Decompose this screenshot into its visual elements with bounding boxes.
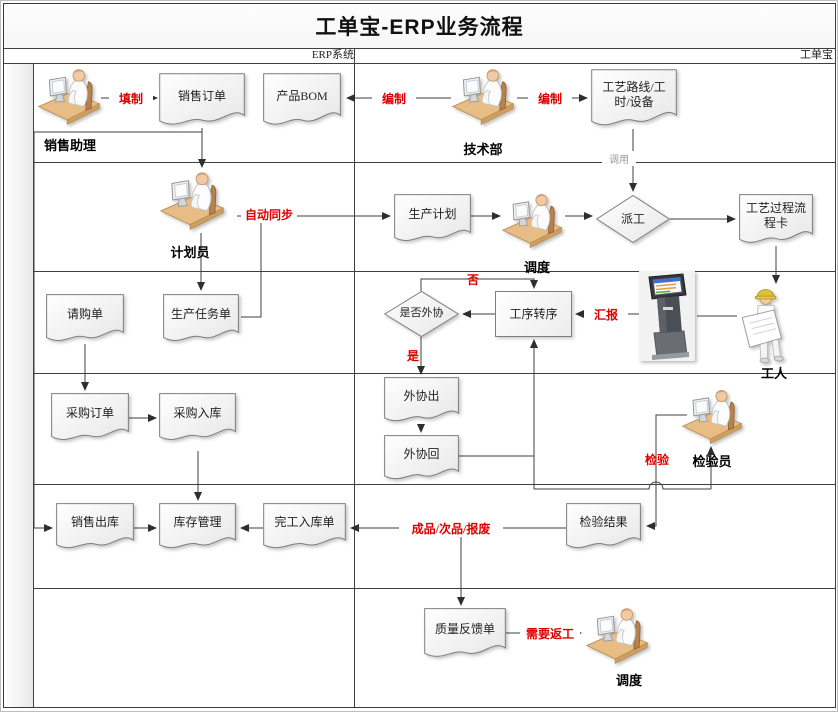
node-outsource-return: 外协回 <box>384 435 459 482</box>
grid-line-row3 <box>4 373 835 374</box>
edge-label-report: 汇报 <box>584 306 628 323</box>
node-quality-feedback-label: 质量反馈单 <box>434 622 495 636</box>
grid-line-row5 <box>4 588 835 589</box>
node-purchase-request: 请购单 <box>46 294 124 344</box>
node-completion-inbound: 完工入库单 <box>263 503 346 551</box>
node-sales-outbound: 销售出库 <box>56 503 134 551</box>
node-production-plan-label: 生产计划 <box>408 207 457 221</box>
node-process-transfer: 工序转序 <box>495 291 572 337</box>
edge-label-fill-in: 填制 <box>109 90 153 107</box>
node-sales-order: 销售订单 <box>159 73 245 128</box>
grid-line-row4 <box>4 484 835 485</box>
node-outsource-return-label: 外协回 <box>403 446 440 461</box>
outer-frame <box>3 3 836 708</box>
node-completion-inbound-label: 完工入库单 <box>274 515 335 529</box>
node-sales-order-label: 销售订单 <box>177 88 226 103</box>
node-production-task: 生产任务单 <box>163 294 239 344</box>
node-purchase-inbound-label: 采购入库 <box>173 406 222 420</box>
grid-line-row2 <box>4 271 835 272</box>
node-inventory-mgmt: 库存管理 <box>159 503 236 551</box>
person-computer-icon <box>37 63 101 127</box>
lane-header-band: ERP系统 工单宝 <box>4 48 835 63</box>
grid-column-divider <box>354 48 355 707</box>
report-kiosk-icon <box>639 271 695 361</box>
node-purchase-order: 采购订单 <box>51 393 129 443</box>
grid-line-header-bottom <box>4 63 835 64</box>
person-computer-icon <box>681 386 743 445</box>
node-process-flow-card-label: 工艺过程流程卡 <box>745 200 806 230</box>
role-dispatcher2: 调度 <box>615 673 642 688</box>
node-product-bom: 产品BOM <box>263 73 341 128</box>
edge-label-inspect: 检验 <box>644 453 669 467</box>
node-process-transfer-label: 工序转序 <box>509 306 558 321</box>
node-purchase-order-label: 采购订单 <box>65 406 114 420</box>
person-computer-icon <box>585 603 649 665</box>
person-computer-icon <box>501 189 563 249</box>
node-process-route-label: 工艺路线/工时/设备 <box>602 79 666 109</box>
edge-label-result-types: 成品/次品/报废 <box>399 520 503 537</box>
node-inspection-result: 检验结果 <box>566 503 641 551</box>
edge-label-invoke: 调用 <box>602 151 636 166</box>
edge-label-compile-bom: 编制 <box>372 90 416 107</box>
node-purchase-inbound: 采购入库 <box>159 393 236 443</box>
node-is-outsourced-decision: 是否外协 <box>384 291 459 337</box>
node-product-bom-label: 产品BOM <box>276 88 328 103</box>
node-production-plan: 生产计划 <box>394 194 471 244</box>
person-computer-icon <box>159 166 225 232</box>
person-computer-icon <box>451 63 515 127</box>
lane-header-erp: ERP系统 <box>311 49 354 61</box>
role-sales-assistant: 销售助理 <box>43 138 96 153</box>
node-process-flow-card: 工艺过程流程卡 <box>739 194 813 246</box>
lane-header-gongdanbao: 工单宝 <box>800 49 833 61</box>
node-purchase-request-label: 请购单 <box>66 307 103 321</box>
node-outsource-out: 外协出 <box>384 377 459 424</box>
role-worker: 工人 <box>760 366 787 381</box>
node-outsource-out-label: 外协出 <box>403 388 440 403</box>
worker-icon <box>739 284 794 366</box>
edge-label-yes: 是 <box>406 349 419 363</box>
page-title: 工单宝-ERP业务流程 <box>4 4 835 48</box>
node-process-route: 工艺路线/工时/设备 <box>591 69 677 129</box>
edge-label-no: 否 <box>466 273 479 287</box>
node-inspection-result-label: 检验结果 <box>579 515 628 529</box>
node-quality-feedback: 质量反馈单 <box>424 608 506 660</box>
left-margin-strip <box>4 64 34 707</box>
role-tech-dept: 技术部 <box>463 142 503 157</box>
edge-label-need-rework: 需要返工 <box>520 625 580 642</box>
node-production-task-label: 生产任务单 <box>170 307 231 321</box>
node-dispatch-label: 派工 <box>620 211 645 226</box>
node-dispatch-decision: 派工 <box>596 195 670 243</box>
role-inspector: 检验员 <box>692 454 732 469</box>
node-inventory-mgmt-label: 库存管理 <box>173 515 222 529</box>
role-planner: 计划员 <box>170 245 210 260</box>
grid-line-row1 <box>4 162 835 163</box>
edge-label-compile-route: 编制 <box>528 90 572 107</box>
node-is-outsourced-label: 是否外协 <box>399 307 444 320</box>
role-dispatcher: 调度 <box>523 260 550 275</box>
grid-line-title-bottom <box>4 48 835 49</box>
node-sales-outbound-label: 销售出库 <box>70 515 119 529</box>
edge-label-auto-sync: 自动同步 <box>241 206 297 223</box>
